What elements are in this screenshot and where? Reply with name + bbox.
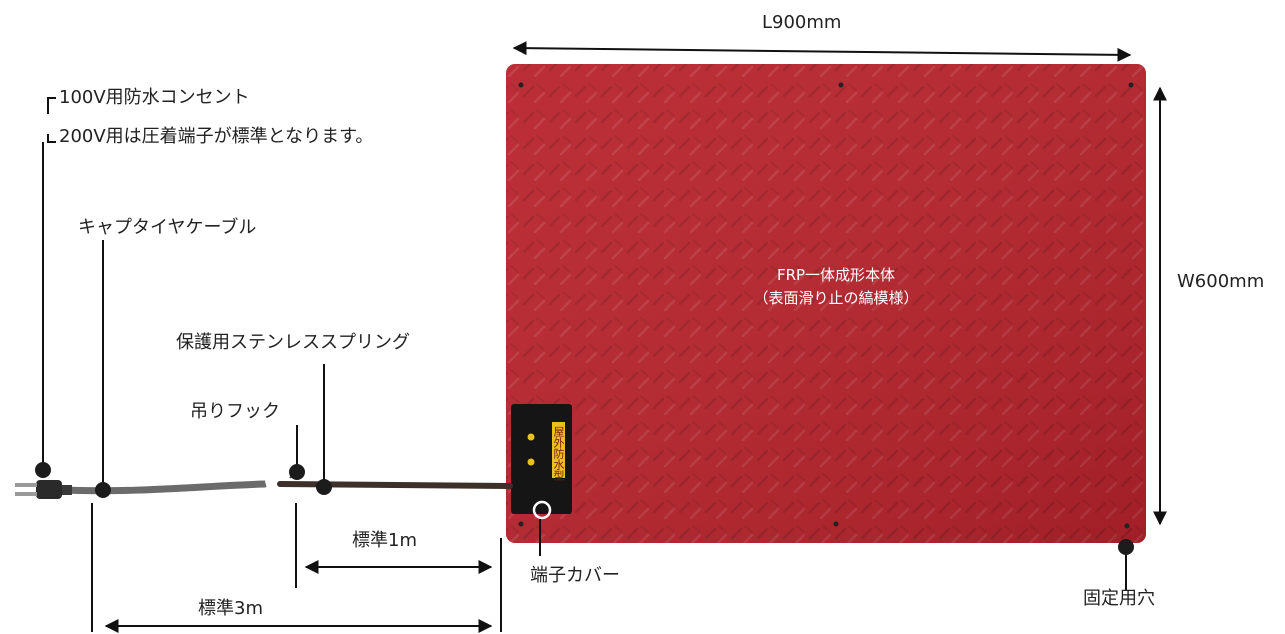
cable-1m-label: 標準1m [352, 530, 417, 551]
plug-icon [36, 480, 62, 499]
bracket-100v [47, 97, 56, 114]
heater-panel [506, 64, 1146, 543]
terminal-box-sticker [552, 422, 565, 478]
panel-hole-top-center [838, 82, 844, 88]
panel-subtitle: （表面滑り止の縞模様） [753, 289, 919, 308]
panel-hole-bottom-right [1124, 523, 1130, 529]
dimension-lines [91, 41, 1167, 633]
length-dimension-label: L900mm [762, 12, 842, 33]
panel-description: FRP一体成形本体 （表面滑り止の縞模様） [686, 264, 986, 311]
plug-strain-relief [62, 485, 72, 495]
fixing-hole-label: 固定用穴 [1083, 588, 1155, 609]
spring-label: 保護用ステンレススプリング [176, 332, 410, 353]
dimension-arrow-length [512, 41, 1132, 62]
hook-label: 吊りフック [190, 401, 280, 422]
callout-leaders [42, 97, 1127, 590]
callout-ring-terminal-cover [532, 500, 552, 520]
width-dimension-label: W600mm [1177, 271, 1265, 292]
terminal-box: 屋外防水型 [511, 404, 572, 514]
cabtire-label: キャプタイヤケーブル [78, 217, 257, 238]
panel-hole-bottom-center [833, 521, 839, 527]
cabtire-cable [56, 480, 269, 495]
panel-title: FRP一体成形本体 [776, 266, 896, 284]
callout-dot-fixing-hole [1118, 539, 1134, 555]
cable-assembly [15, 470, 513, 501]
callout-dot-spring [316, 479, 332, 495]
indicator-lamp-icon [527, 458, 535, 466]
bracket-200v [47, 134, 56, 143]
indicator-lamp-icon [527, 433, 535, 441]
panel-hole-top-left [518, 82, 524, 88]
panel-hole-bottom-left [518, 521, 524, 527]
plug-prong [15, 483, 37, 487]
cable-break-mark [264, 470, 277, 501]
callout-dots [35, 462, 1134, 555]
callout-dot-hook [289, 464, 305, 480]
outlet-100v-label: 100V用防水コンセント [59, 87, 250, 108]
terminal-box-sticker-text: 屋外防水型 [552, 426, 565, 481]
cable-3m-label: 標準3m [198, 598, 263, 619]
callout-dot-cabtire [95, 482, 111, 498]
callout-dot-outlet [35, 462, 51, 478]
panel-hole-top-right [1128, 82, 1134, 88]
terminal-cover-label: 端子カバー [530, 565, 620, 586]
panel-shading [506, 64, 1146, 543]
outlet-200v-label: 200V用は圧着端子が標準となります。 [59, 126, 374, 147]
stainless-spring [277, 481, 513, 489]
plug-prong [15, 492, 37, 496]
